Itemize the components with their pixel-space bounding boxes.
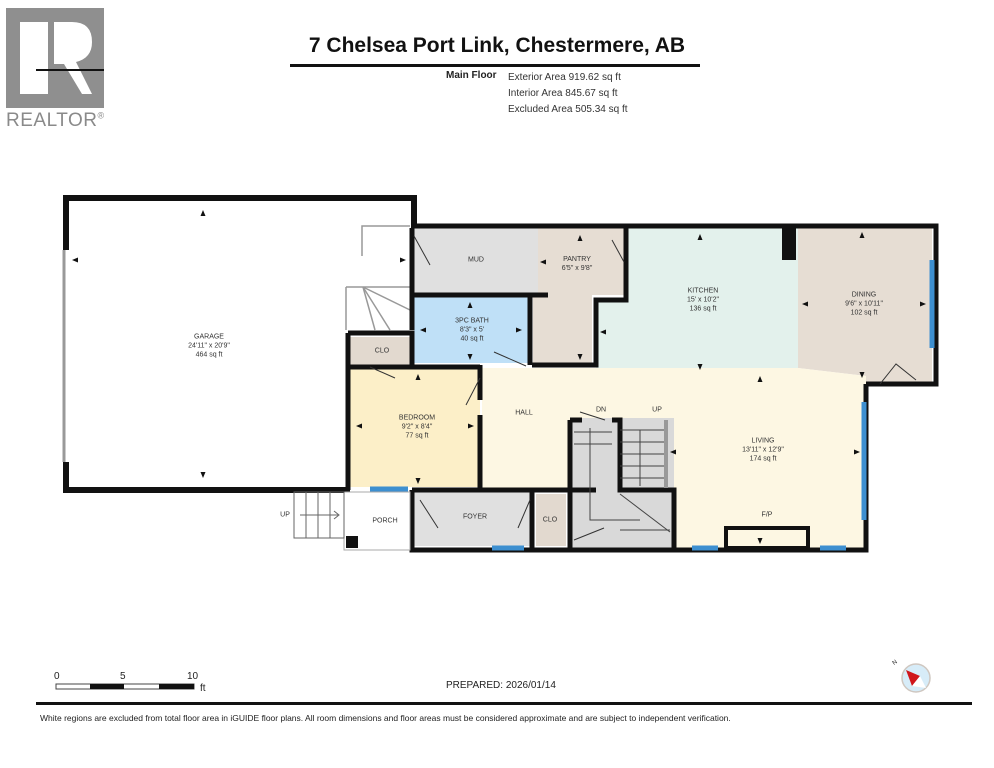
room-pantry (533, 228, 624, 365)
room-dining (798, 228, 932, 384)
excluded-area: Excluded Area 505.34 sq ft (508, 104, 628, 115)
exterior-area: Exterior Area 919.62 sq ft (508, 72, 621, 83)
scale-tick-0: 0 (54, 671, 60, 682)
room-foyer-label: FOYER (462, 513, 488, 521)
room-closet-1 (350, 337, 410, 367)
room-mud-label: MUD (468, 256, 484, 264)
title-divider (290, 64, 700, 67)
scale-bar (55, 683, 195, 690)
room-closet-2-label: CLO (542, 516, 558, 524)
prepared-date: PREPARED: 2026/01/14 (446, 680, 556, 691)
realtor-wordmark: REALTOR® (6, 110, 105, 131)
room-mud (414, 228, 538, 293)
room-hall-label: HALL (515, 409, 533, 417)
room-bedroom (350, 368, 480, 487)
room-kitchen (596, 228, 798, 376)
area-summary: Exterior Area 919.62 sq ft Interior Area… (508, 70, 628, 118)
stairs-up-label: UP (652, 406, 662, 414)
scale-tick-5: 5 (120, 671, 126, 682)
stairs-down-label: DN (595, 406, 607, 414)
footer-divider (36, 702, 972, 705)
porch-stairs-up-label: UP (280, 511, 290, 519)
realtor-r-icon (20, 22, 104, 94)
compass-north-icon (901, 663, 931, 693)
interior-area: Interior Area 845.67 sq ft (508, 88, 618, 99)
room-closet-2 (536, 494, 566, 546)
room-foyer (414, 490, 532, 546)
room-closet-1-label: CLO (374, 347, 390, 355)
realtor-logo (6, 8, 104, 108)
fireplace-label: F/P (761, 511, 773, 519)
floor-label: Main Floor (446, 70, 497, 81)
page-title: 7 Chelsea Port Link, Chestermere, AB (308, 34, 686, 57)
disclaimer: White regions are excluded from total fl… (40, 713, 731, 723)
room-porch-label: PORCH (372, 517, 398, 525)
scale-tick-10: 10 (187, 671, 199, 682)
scale-unit: ft (200, 683, 206, 694)
